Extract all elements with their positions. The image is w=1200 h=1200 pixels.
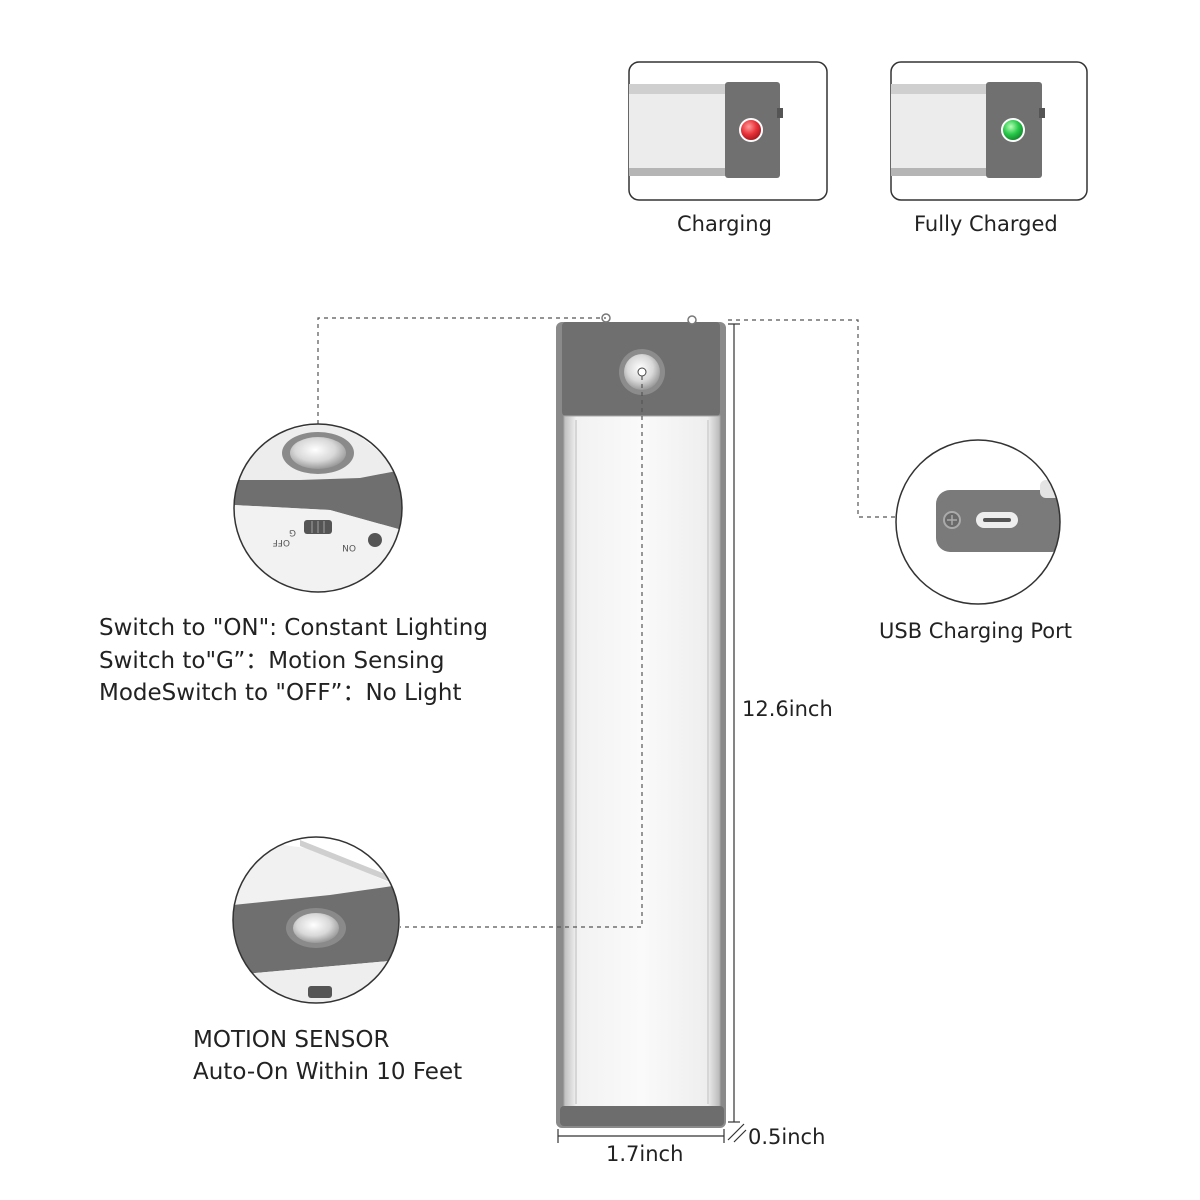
- fully-charged-label: Fully Charged: [914, 212, 1058, 236]
- switch-detail-circle: ON G OFF: [233, 423, 403, 593]
- usb-charging-port-label: USB Charging Port: [879, 619, 1072, 643]
- dimension-lines: [557, 323, 747, 1143]
- fully-charged-status-box: [890, 61, 1088, 201]
- light-bar: [556, 313, 726, 1128]
- height-dimension-label: 12.6inch: [742, 697, 833, 721]
- width-dimension-label: 1.7inch: [606, 1142, 684, 1166]
- leader-lines: [317, 317, 895, 928]
- usb-detail-circle: [895, 439, 1061, 605]
- charging-label: Charging: [677, 212, 772, 236]
- green-led-icon: [1001, 118, 1025, 142]
- switch-mark-g: G: [289, 527, 296, 537]
- switch-sensor-icon: [282, 432, 354, 474]
- red-led-icon: [739, 118, 763, 142]
- switch-info-line-1: Switch to "ON": Constant Lighting: [99, 615, 488, 641]
- switch-mark-off: OFF: [273, 537, 290, 547]
- motion-lens-icon: [286, 908, 346, 948]
- usb-c-port-icon: [976, 512, 1018, 528]
- depth-dimension-label: 0.5inch: [748, 1125, 826, 1149]
- switch-mark-on: ON: [342, 542, 356, 552]
- switch-info-line-3: ModeSwitch to "OFF”：No Light: [99, 680, 462, 706]
- switch-icon: [304, 520, 332, 534]
- motion-detail-circle: [232, 836, 400, 1004]
- switch-info-line-2: Switch to"G”：Motion Sensing: [99, 648, 445, 674]
- charging-status-box: [628, 61, 828, 201]
- motion-sensor-range: Auto-On Within 10 Feet: [193, 1059, 463, 1085]
- motion-sensor-title: MOTION SENSOR: [193, 1027, 390, 1053]
